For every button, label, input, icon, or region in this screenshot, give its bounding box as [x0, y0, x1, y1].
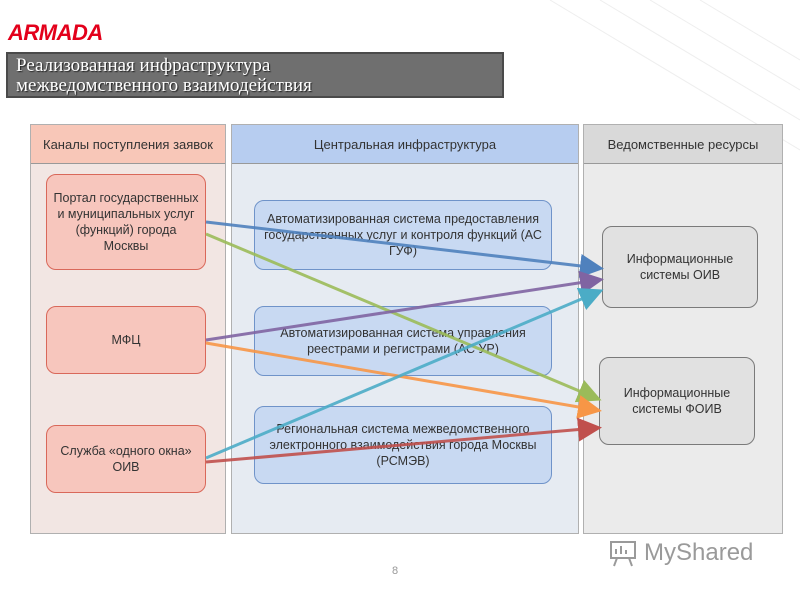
slide-title: Реализованная инфраструктура межведомств…: [6, 52, 504, 98]
slide-title-line1: Реализованная инфраструктура: [16, 55, 271, 76]
column-header-request-channels: Каналы поступления заявок: [31, 125, 225, 164]
node-one-window-service: Служба «одного окна» ОИВ: [46, 425, 206, 493]
armada-logo: ARMADA: [8, 20, 103, 45]
node-as-ur: Автоматизированная система управления ре…: [254, 306, 552, 376]
node-as-guf: Автоматизированная система предоставлени…: [254, 200, 552, 270]
slide-title-line2: межведомственного взаимодействия: [16, 75, 312, 96]
node-portal: Портал государственных и муниципальных у…: [46, 174, 206, 270]
node-is-oiv: Информационные системы ОИВ: [602, 226, 758, 308]
column-header-departmental-resources: Ведомственные ресурсы: [584, 125, 782, 164]
presentation-board-icon: [610, 541, 636, 567]
node-mfc: МФЦ: [46, 306, 206, 374]
node-rsmev: Региональная система межведомственного э…: [254, 406, 552, 484]
watermark-text: MyShared: [644, 539, 754, 566]
node-is-foiv: Информационные системы ФОИВ: [599, 357, 755, 445]
watermark: MyShared: [608, 538, 753, 568]
column-departmental-resources: Ведомственные ресурсы: [583, 124, 783, 534]
page-number: 8: [392, 565, 399, 577]
column-header-central-infrastructure: Центральная инфраструктура: [232, 125, 578, 164]
